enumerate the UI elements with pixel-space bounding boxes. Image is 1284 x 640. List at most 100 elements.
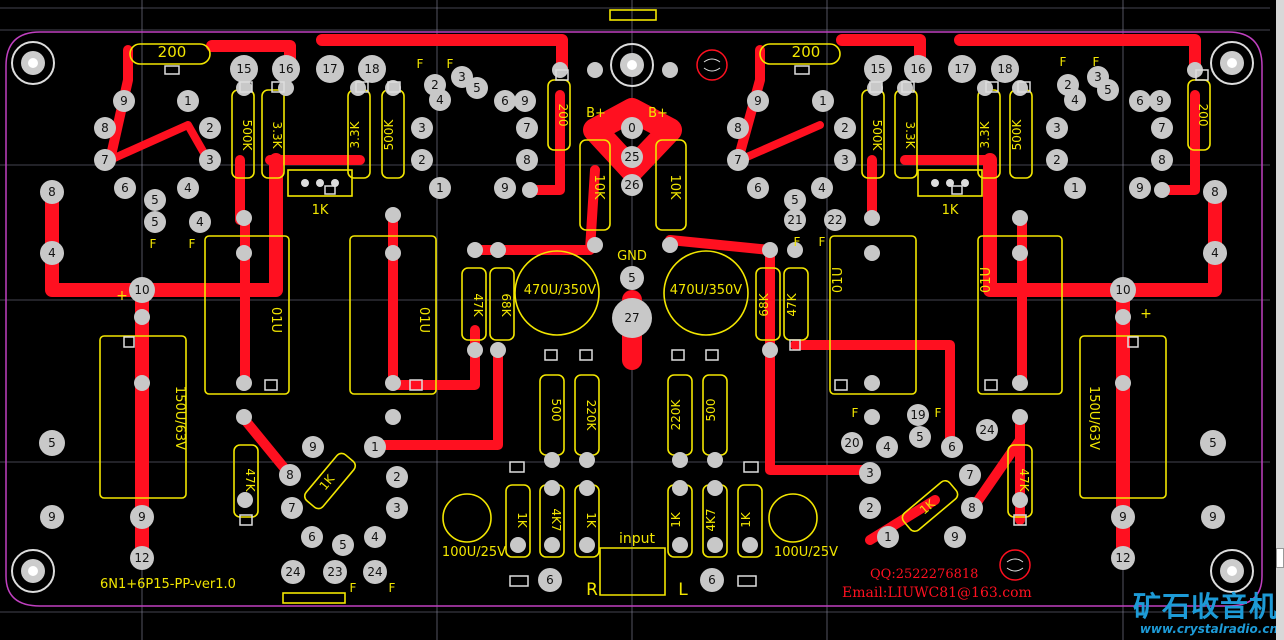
label-33k-l: 3.3K — [270, 122, 284, 150]
pad-number: 9 — [48, 510, 56, 524]
pad-ring — [1151, 149, 1173, 171]
pad-plain-22 — [864, 409, 880, 425]
pad-plain-42 — [579, 480, 595, 496]
label-r-channel: R — [586, 580, 598, 600]
pad-plain-8 — [236, 210, 252, 226]
pad-number: 7 — [1158, 121, 1166, 135]
cap-outline-01u-r1 — [829, 235, 917, 395]
pad-ring — [281, 560, 305, 584]
pad-ring — [323, 560, 347, 584]
pad-ring — [538, 568, 562, 592]
pad-ring — [129, 277, 155, 303]
vertical-scrollbar[interactable] — [1276, 0, 1284, 640]
pad-number: 9 — [1156, 94, 1164, 108]
mount-hole-bl — [11, 549, 55, 593]
pad-number: 5 — [1104, 83, 1112, 97]
pad-21-52: 21 — [784, 209, 806, 231]
label-f-9: F — [852, 406, 859, 420]
silkscreen-labels: 200 200 500K 3.3K 3.3K 500K 500K 3.3K 3.… — [100, 43, 1210, 600]
pad-plain-50 — [707, 537, 723, 553]
cap-outline-150u-r — [1079, 335, 1167, 499]
cap-outline-01u-r2 — [977, 235, 1063, 395]
pad-3-91: 3 — [859, 462, 881, 484]
pad-ring — [177, 177, 199, 199]
label-68k-r: 68K — [757, 292, 771, 316]
label-gnd: GND — [617, 249, 647, 264]
pad-ring — [1046, 149, 1068, 171]
label-r200-r: 200 — [792, 43, 821, 61]
pad-8-94: 8 — [961, 497, 983, 519]
pad-4-45: 4 — [1064, 89, 1086, 111]
pad-ring — [114, 177, 136, 199]
pad-9-66: 9 — [40, 505, 64, 529]
pad-25-61: 25 — [621, 146, 643, 168]
pad-ring — [429, 89, 451, 111]
scrollbar-thumb[interactable] — [1276, 548, 1284, 568]
pad-6-34: 6 — [747, 177, 769, 199]
pad-ring — [301, 526, 323, 548]
pad-number: 7 — [523, 121, 531, 135]
pad-24-84: 24 — [363, 560, 387, 584]
pad-5-48: 5 — [144, 189, 166, 211]
pad-24-82: 24 — [281, 560, 305, 584]
pad-number: 15 — [870, 62, 885, 76]
label-500-l: 500 — [549, 399, 563, 422]
label-1k-r2: 1K — [739, 511, 753, 528]
pad-number: 9 — [309, 440, 317, 454]
pad-number: 4 — [48, 246, 56, 260]
label-33k-l2: 3.3K — [348, 120, 362, 148]
pad-number: 15 — [236, 62, 251, 76]
pad-number: 8 — [48, 185, 56, 199]
pad-plain-39 — [672, 452, 688, 468]
pad-plain-20 — [236, 409, 252, 425]
pad-ring — [358, 55, 386, 83]
pad-ring — [364, 526, 386, 548]
mount-hole-tr — [1210, 41, 1254, 85]
pad-plain-10 — [864, 210, 880, 226]
pad-7-12: 7 — [94, 149, 116, 171]
mount-hole-tc — [610, 43, 654, 87]
label-f-5: F — [150, 237, 157, 251]
pad-ring — [834, 117, 856, 139]
pad-9-42: 9 — [1129, 177, 1151, 199]
res-outline-1k-diag-r — [901, 479, 959, 533]
pad-plain-9 — [385, 207, 401, 223]
pad-ring — [907, 404, 929, 426]
pad-number: 2 — [418, 153, 426, 167]
pad-10-58: 10 — [129, 277, 155, 303]
pad-number: 9 — [521, 94, 529, 108]
pad-plain-26 — [1115, 309, 1131, 325]
pad-ring — [620, 266, 644, 290]
pad-number: 24 — [285, 565, 300, 579]
pad-ring — [40, 241, 64, 265]
res-outline-47k-bl — [233, 444, 259, 518]
label-pot-1k-r: 1K — [942, 203, 959, 218]
pad-number: 6 — [754, 181, 762, 195]
pad-15-0: 15 — [230, 55, 258, 83]
label-220k-l: 220K — [584, 400, 598, 432]
pad-ring — [1203, 241, 1227, 265]
pad-ring — [747, 177, 769, 199]
pot-outline-r — [917, 169, 983, 197]
pad-number: 3 — [458, 70, 466, 84]
label-1k-r1: 1K — [669, 511, 683, 528]
pad-ring — [727, 117, 749, 139]
pad-number: 17 — [954, 62, 969, 76]
cap-outline-150u-l — [99, 335, 187, 499]
fuse-holder-outline — [282, 592, 346, 604]
pad-9-71: 9 — [1111, 505, 1135, 529]
label-4k7-l: 4K7 — [549, 508, 563, 531]
label-1k-diag-l: 1K — [317, 471, 338, 493]
label-plus-l: + — [116, 288, 128, 304]
pad-number: 8 — [1211, 185, 1219, 199]
res-outline-47k-l — [461, 267, 487, 341]
mount-hole-br — [1210, 549, 1254, 593]
pad-number: 0 — [628, 121, 636, 135]
pad-ring — [113, 90, 135, 112]
pad-number: 3 — [1094, 70, 1102, 84]
label-f-8: F — [819, 235, 826, 249]
pad-number: 12 — [134, 551, 149, 565]
pad-number: 9 — [1136, 181, 1144, 195]
pad-17-6: 17 — [948, 55, 976, 83]
